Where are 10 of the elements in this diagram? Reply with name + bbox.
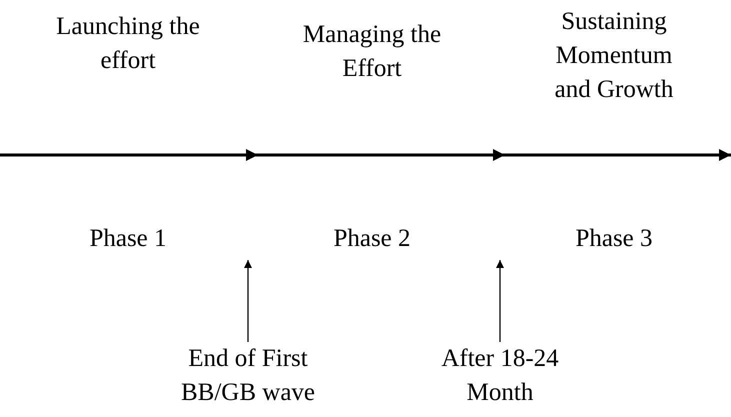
milestone-note: After 18-24 Month xyxy=(435,342,565,410)
phase-label: Phase 2 xyxy=(332,224,412,254)
phase-title: Sustaining Momentum and Growth xyxy=(554,7,674,105)
phase-title: Managing the Effort xyxy=(302,20,442,84)
milestone-note: End of First BB/GB wave xyxy=(163,342,333,410)
arrow xyxy=(244,260,252,342)
phase-label: Phase 1 xyxy=(88,224,168,254)
phase-label: Phase 3 xyxy=(574,224,654,254)
arrow xyxy=(496,260,504,342)
phase-title: Launching the effort xyxy=(55,12,201,76)
